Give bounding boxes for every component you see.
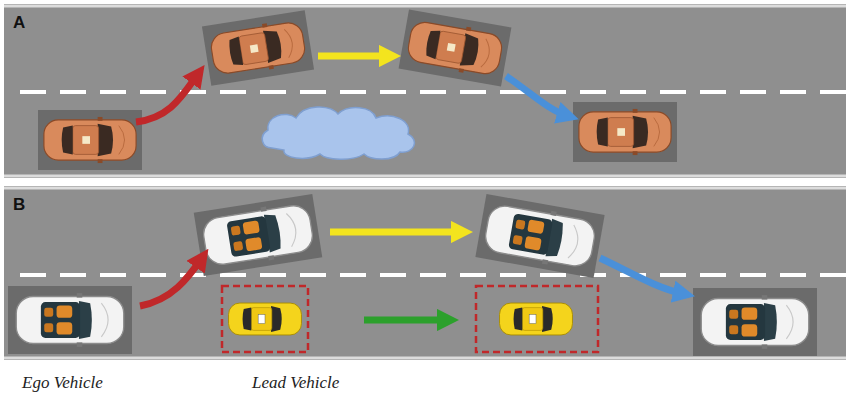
panel-letter: B [13,196,25,213]
car-shadow [475,194,604,278]
lane-divider [20,90,846,94]
road-edge [4,5,846,8]
ego-car [44,117,136,163]
return-arrow [506,76,568,116]
car-shadow [8,286,132,354]
lane-divider [20,273,846,277]
vehicle-caption: Lead Vehicle [252,374,339,393]
ego-car [201,200,316,270]
lead-motion-arrow [364,317,448,324]
panel-letter: A [13,14,25,31]
road-band [4,186,846,360]
lead-car [229,303,302,335]
overtake-arrow [318,53,390,60]
return-arrow [600,258,684,294]
ego-car [579,109,671,155]
car-shadow [573,102,677,162]
road-edge [4,357,846,360]
car-shadow [38,110,142,170]
car-shadow [399,9,512,86]
ego-car [406,17,505,78]
ego-car [16,293,124,347]
vehicle-caption: Ego Vehicle [22,374,103,393]
ego-car [209,18,307,78]
road-edge [4,187,846,190]
road-band [4,4,846,178]
car-shadow [202,10,314,86]
panel-band: B [4,186,846,360]
car-shadow [693,288,817,356]
lead-car [500,303,573,335]
overtake-arrow [330,229,462,236]
lead-vehicle-box [476,286,598,352]
lead-vehicle-box [222,286,308,352]
lane-change-arrow [136,74,198,122]
panel-band: A [4,4,846,178]
road-edge [4,175,846,178]
car-shadow [194,194,323,276]
ego-car [701,295,809,349]
obstacle-cloud [262,107,414,159]
lane-change-arrow [140,258,202,306]
ego-car [482,200,597,272]
